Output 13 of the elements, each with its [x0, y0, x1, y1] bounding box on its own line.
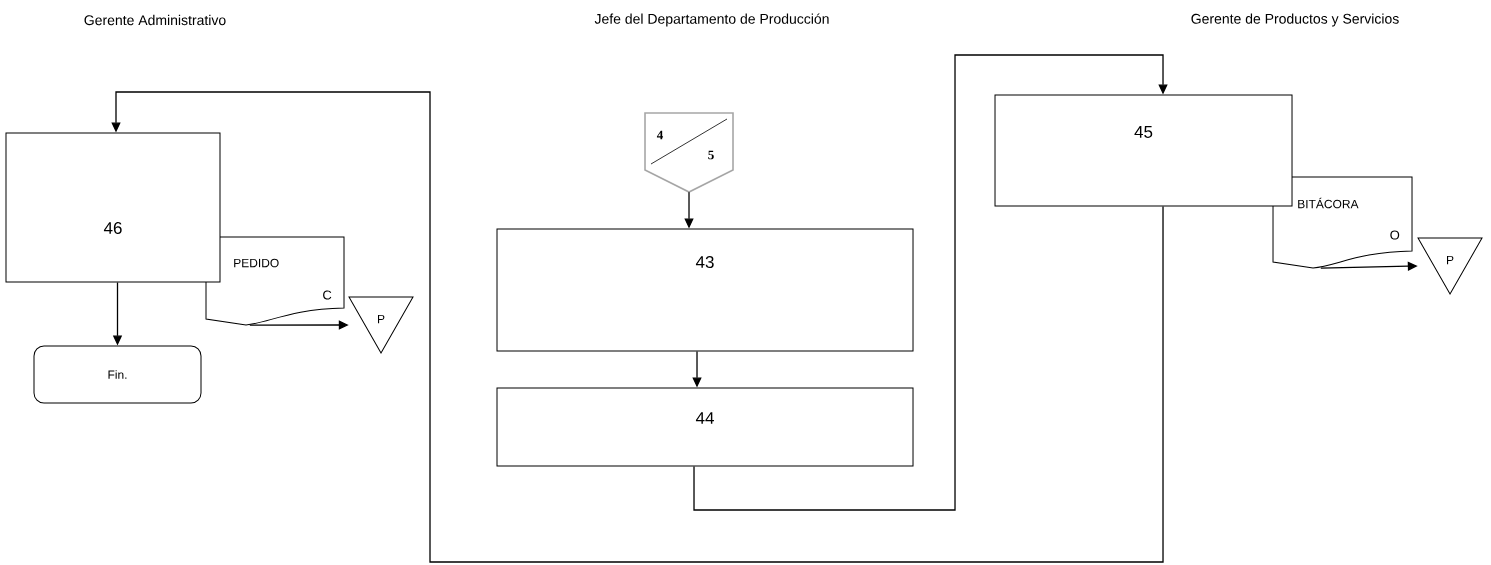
process-box: 45	[994, 94, 1293, 207]
arrow	[111, 91, 1164, 563]
storage-triangle: P	[1417, 237, 1483, 295]
process-box: 46	[5, 132, 221, 283]
column-heading: Gerente Administrativo	[84, 14, 226, 26]
terminal-box: Fin.	[33, 345, 202, 404]
storage-triangle: P	[348, 296, 414, 354]
process-box: 44	[496, 387, 914, 467]
arrow	[693, 54, 1168, 511]
off-page-connector: 4 5	[644, 112, 734, 193]
column-heading: Gerente de Productos y Servicios	[1191, 13, 1399, 27]
process-box: 43	[496, 228, 914, 352]
column-heading: Jefe del Departamento de Producción	[594, 13, 829, 27]
